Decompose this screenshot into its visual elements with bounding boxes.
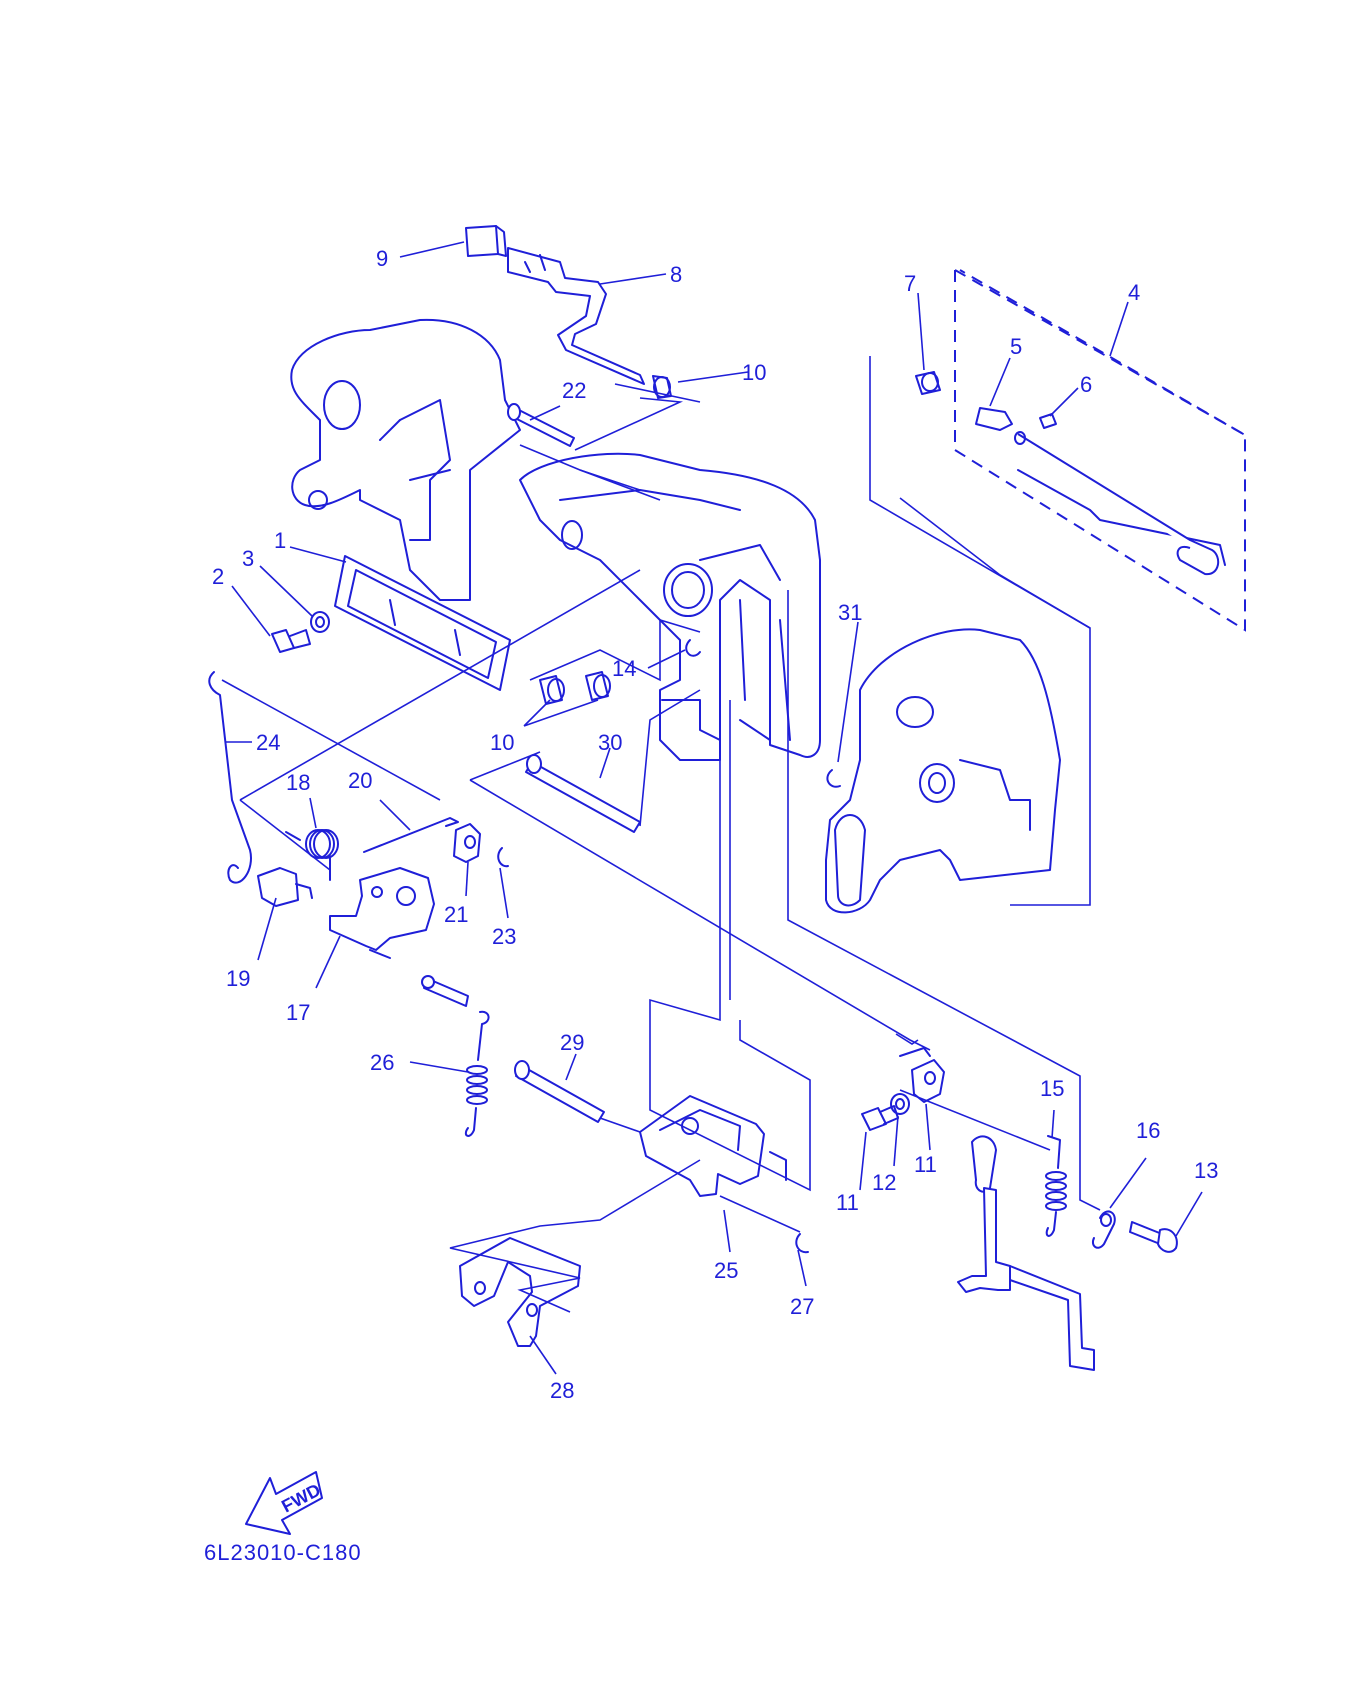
part-6-sleeve [1039, 413, 1057, 429]
part-10-bushing-lower-b [585, 671, 611, 701]
part-15-clip [685, 639, 701, 657]
part-9-grip [465, 225, 507, 257]
callout-22: 21 [444, 902, 468, 927]
part-1-plate [334, 555, 511, 691]
callout-6: 6 [1080, 372, 1092, 397]
callout-5: 5 [1010, 334, 1022, 359]
part-13-washer [890, 1093, 910, 1115]
part-14-bolt [1129, 1221, 1178, 1253]
callout-30: 29 [560, 1030, 584, 1055]
callout-16: 15 [1040, 1076, 1064, 1101]
callout-10-lower: 10 [490, 730, 514, 755]
callout-23: 22 [562, 378, 586, 403]
leader-lines [226, 241, 1203, 1375]
part-29-lever [459, 1237, 581, 1347]
callout-17: 16 [1136, 1118, 1160, 1143]
part-rod [1014, 431, 1220, 576]
swivel-bracket [519, 452, 821, 761]
right-clamp-bracket [825, 628, 1061, 914]
left-clamp-bracket [290, 318, 521, 601]
callout-19: 18 [286, 770, 310, 795]
part-11-lever [899, 1047, 945, 1103]
part-27-spring [421, 975, 490, 1137]
callout-15: 14 [612, 656, 636, 681]
callout-31: 30 [598, 730, 622, 755]
callout-25: 24 [256, 730, 280, 755]
callout-8: 8 [670, 262, 682, 287]
part-2-bolt [271, 629, 311, 653]
callout-9: 9 [376, 246, 388, 271]
callout-labels: 9 8 7 4 5 6 10 22 1 2 3 31 14 10 30 24 1… [212, 246, 1218, 1403]
callout-7: 7 [904, 271, 916, 296]
part-7-plug [915, 371, 941, 395]
part-20-knob [257, 867, 313, 907]
part-4-assembly [954, 269, 1246, 632]
part-10-bushing-lower-a [539, 675, 565, 705]
callout-18: 17 [286, 1000, 310, 1025]
part-23-pin [507, 403, 575, 447]
part-30-pin [514, 1060, 605, 1123]
callout-1: 1 [274, 528, 286, 553]
callout-32: 31 [838, 600, 862, 625]
callout-3: 3 [242, 546, 254, 571]
callout-13: 12 [872, 1170, 896, 1195]
callout-26: 25 [714, 1258, 738, 1283]
part-22-collar [453, 823, 481, 863]
part-19-spring [285, 829, 339, 881]
callout-2: 2 [212, 564, 224, 589]
assembly-lines [221, 356, 1101, 1313]
callout-29: 28 [550, 1378, 574, 1403]
callout-11: 11 [914, 1152, 937, 1177]
diagram-code: 6L23010-C180 [204, 1540, 362, 1565]
part-31-pin [525, 754, 641, 833]
callout-10-top: 10 [742, 360, 766, 385]
part-17-lever [957, 1135, 1116, 1371]
part-24-clip [497, 847, 509, 868]
part-26-bracket [639, 1095, 787, 1197]
part-3-washer [310, 611, 330, 633]
callout-20: 19 [226, 966, 250, 991]
callout-24: 23 [492, 924, 516, 949]
part-28-clip [795, 1233, 809, 1254]
callout-12: 11 [836, 1190, 859, 1215]
callout-28: 27 [790, 1294, 814, 1319]
part-8-lever [507, 247, 645, 385]
part-5-cap [975, 407, 1013, 431]
part-21-spring [363, 817, 459, 853]
callout-14: 13 [1194, 1158, 1218, 1183]
callout-27: 26 [370, 1050, 394, 1075]
callout-4: 4 [1128, 280, 1140, 305]
part-16-spring [1045, 1135, 1067, 1237]
part-25-rod [208, 671, 252, 884]
part-32-clip [826, 769, 841, 788]
part-18-lever [329, 867, 435, 959]
fwd-arrow-icon: FWD [245, 1471, 324, 1535]
callout-21: 20 [348, 768, 372, 793]
